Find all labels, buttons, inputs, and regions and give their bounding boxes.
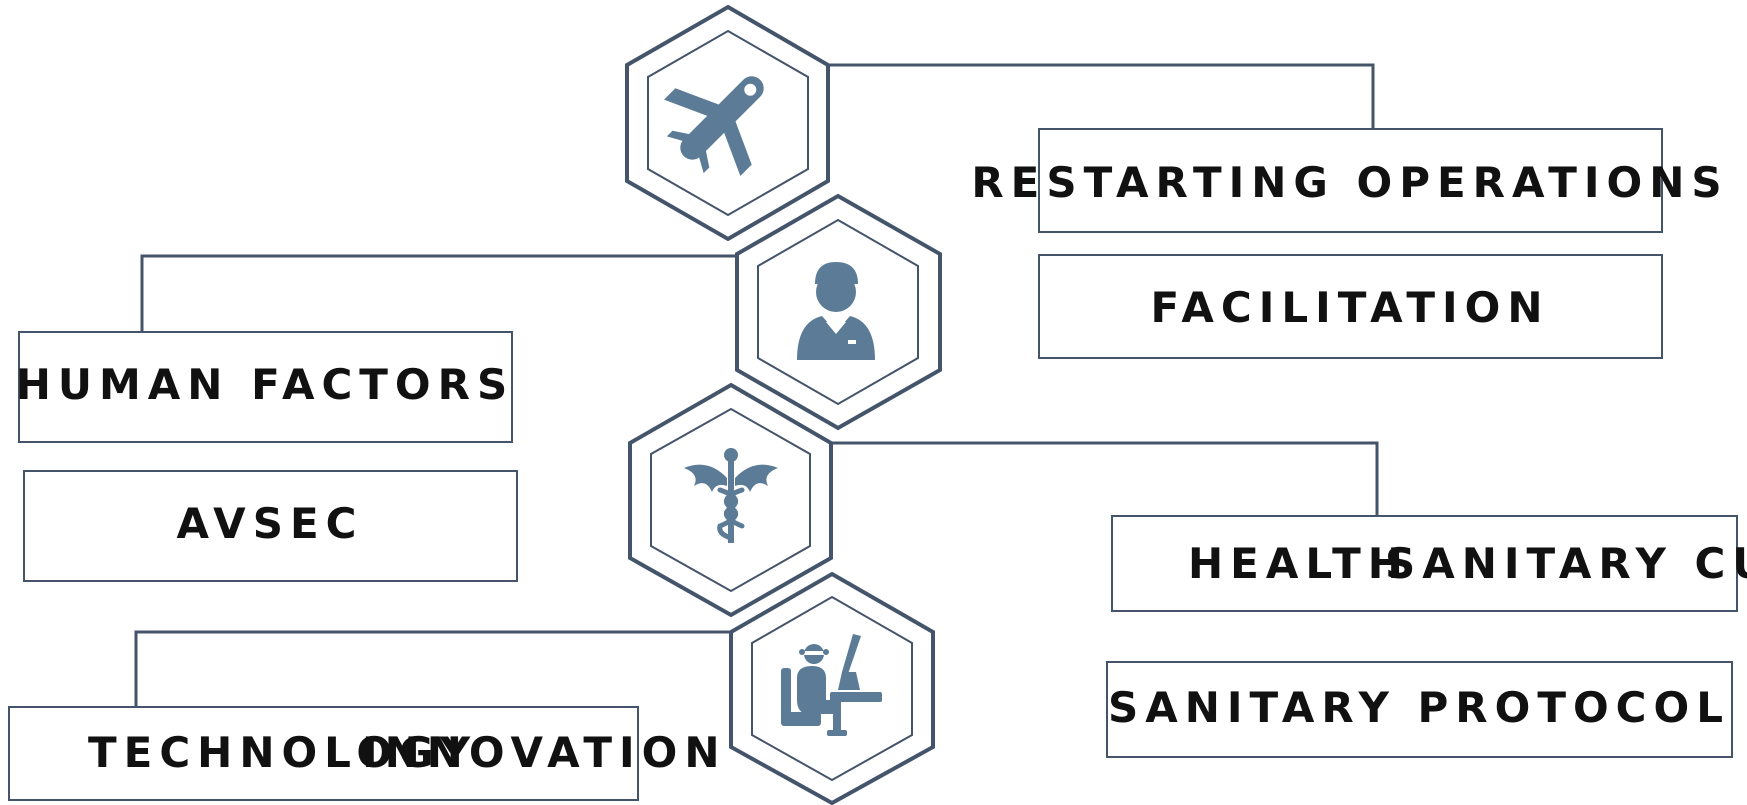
box-human-factors: HUMAN FACTORS <box>16 331 514 443</box>
box-avsec: AVSEC <box>23 470 518 582</box>
label-health: HEALTH <box>1188 539 1410 588</box>
check-in-counter-icon <box>781 634 882 736</box>
box-health-sanitary-culture: HEALTH SANITARY CULTURE <box>1111 515 1747 612</box>
hexagon-airplane <box>625 4 830 242</box>
hexagon-caduceus <box>628 382 833 618</box>
box-restarting-operations: RESTARTING OPERATIONS <box>971 128 1728 233</box>
box-facilitation: FACILITATION <box>1038 254 1663 359</box>
label-avsec: AVSEC <box>177 499 364 548</box>
hexagon-check-in <box>729 571 935 805</box>
hexagon-flight-attendant <box>735 193 942 431</box>
box-technology-innovation: TECHNOLOGY INNOVATION <box>8 706 727 801</box>
box-sanitary-protocol: SANITARY PROTOCOL <box>1106 661 1733 758</box>
connector-human-factors <box>140 254 740 332</box>
connector-restarting-operations <box>828 63 1375 140</box>
label-human-factors: HUMAN FACTORS <box>16 360 514 409</box>
connector-health-sanitary-culture <box>830 441 1379 516</box>
label-sanitary-culture: SANITARY CULTURE <box>1385 539 1747 588</box>
label-innovation: INNOVATION <box>362 728 727 777</box>
airplane-icon <box>664 76 764 176</box>
connector-technology-innovation <box>134 630 733 707</box>
label-facilitation: FACILITATION <box>1151 283 1550 332</box>
label-restarting-operations: RESTARTING OPERATIONS <box>971 158 1728 207</box>
label-sanitary-protocol: SANITARY PROTOCOL <box>1108 683 1730 732</box>
label-technology: TECHNOLOGY <box>88 728 477 777</box>
flight-attendant-icon <box>797 262 875 360</box>
caduceus-icon <box>684 448 778 543</box>
